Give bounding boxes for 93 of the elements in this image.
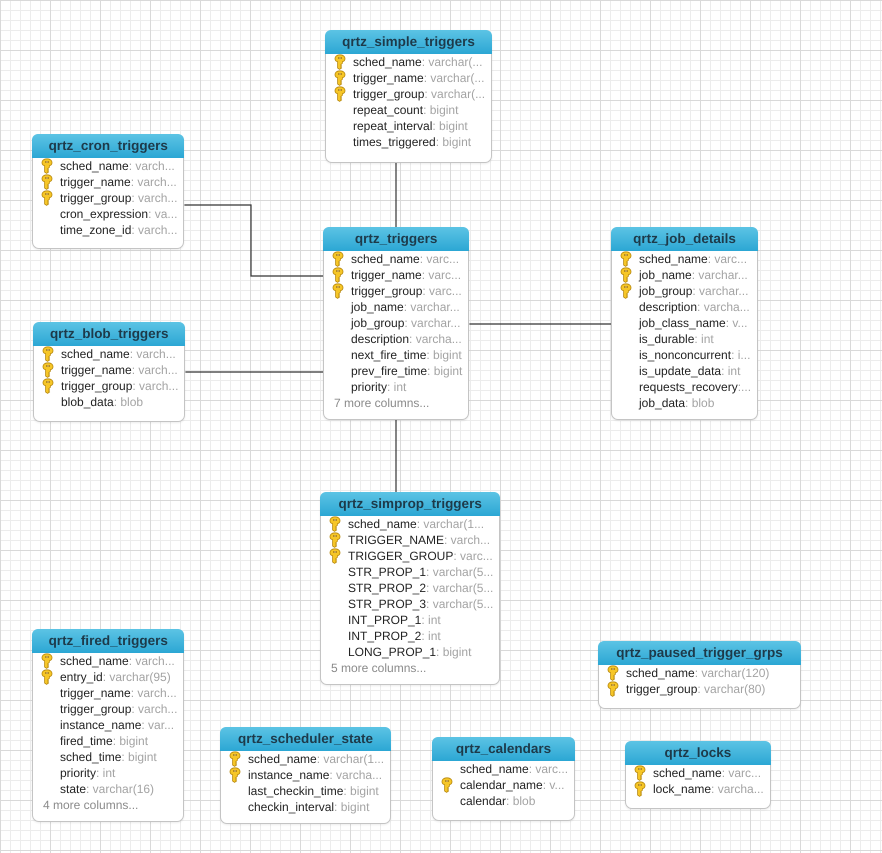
column-label: requests_recovery:... — [639, 380, 752, 394]
column-label: state: varchar(16) — [60, 782, 154, 796]
table-card — [323, 227, 470, 420]
more-columns-label: 4 more columns... — [43, 798, 138, 812]
column-label: trigger_name: varchar(... — [353, 71, 484, 85]
column-label: TRIGGER_GROUP: varc... — [348, 549, 493, 563]
table-title: qrtz_locks — [625, 741, 771, 765]
column-label: instance_name: var... — [60, 718, 174, 732]
column-label: sched_name: varc... — [653, 766, 762, 780]
table-title: qrtz_scheduler_state — [220, 727, 392, 751]
column-label: lock_name: varcha... — [653, 782, 764, 796]
column-label: trigger_name: varch... — [60, 175, 177, 189]
table-card — [432, 737, 576, 821]
relation-line — [185, 371, 323, 373]
relation-line — [395, 420, 397, 492]
column-label: sched_name: varch... — [60, 654, 175, 668]
column-label: fired_time: bigint — [60, 734, 148, 748]
column-label: STR_PROP_1: varchar(5... — [348, 565, 494, 579]
table-title: qrtz_simprop_triggers — [320, 492, 500, 516]
column-label: sched_time: bigint — [60, 750, 157, 764]
column-label: sched_name: varc... — [351, 252, 460, 266]
relation-line — [395, 163, 397, 227]
column-label: job_name: varchar... — [351, 300, 460, 314]
column-label: trigger_group: varchar(80) — [626, 682, 766, 696]
table-card — [32, 629, 184, 822]
more-columns-label: 7 more columns... — [334, 396, 430, 410]
column-label: STR_PROP_2: varchar(5... — [348, 581, 494, 595]
column-label: instance_name: varcha... — [248, 768, 382, 782]
column-label: sched_name: varc... — [460, 762, 568, 776]
table-card — [611, 227, 758, 420]
table-card — [32, 134, 184, 249]
table-title: qrtz_simple_triggers — [325, 30, 492, 54]
column-label: is_durable: int — [639, 332, 714, 346]
table-card — [625, 741, 771, 809]
column-label: sched_name: varchar(120) — [626, 666, 770, 680]
column-label: calendar_name: v... — [460, 778, 565, 792]
column-label: TRIGGER_NAME: varch... — [348, 533, 490, 547]
column-label: LONG_PROP_1: bigint — [348, 645, 472, 659]
relation-line — [184, 204, 323, 277]
table-title: qrtz_fired_triggers — [32, 629, 184, 653]
column-label: description: varcha... — [351, 332, 462, 346]
column-label: job_group: varchar... — [351, 316, 460, 330]
column-label: times_triggered: bigint — [353, 135, 472, 149]
column-label: sched_name: varchar(1... — [348, 517, 484, 531]
more-columns-label: 5 more columns... — [331, 661, 426, 675]
column-label: calendar: blob — [460, 794, 536, 808]
column-label: blob_data: blob — [61, 395, 144, 409]
column-label: trigger_group: varchar(... — [353, 87, 486, 101]
table-card — [325, 30, 492, 163]
column-label: INT_PROP_2: int — [348, 629, 441, 643]
column-label: job_data: blob — [639, 396, 714, 410]
column-label: trigger_name: varc... — [351, 268, 462, 282]
table-card — [598, 641, 801, 709]
column-label: sched_name: varch... — [60, 159, 175, 173]
column-label: sched_name: varc... — [639, 252, 748, 266]
column-label: is_update_data: int — [639, 364, 740, 378]
table-title: qrtz_cron_triggers — [32, 134, 184, 158]
table-title: qrtz_blob_triggers — [33, 322, 186, 346]
table-title: qrtz_job_details — [611, 227, 758, 251]
column-label: trigger_group: varch... — [60, 702, 178, 716]
column-label: checkin_interval: bigint — [248, 800, 370, 814]
table-title: qrtz_calendars — [432, 737, 576, 761]
column-label: sched_name: varchar(... — [353, 55, 482, 69]
column-label: STR_PROP_3: varchar(5... — [348, 597, 494, 611]
column-label: priority: int — [60, 766, 116, 780]
column-label: job_name: varchar... — [639, 268, 748, 282]
column-label: cron_expression: va... — [60, 207, 178, 221]
column-label: prev_fire_time: bigint — [351, 364, 462, 378]
column-label: priority: int — [351, 380, 406, 394]
column-label: trigger_name: varch... — [60, 686, 177, 700]
column-label: time_zone_id: varch... — [60, 223, 178, 237]
column-label: entry_id: varchar(95) — [60, 670, 171, 684]
column-label: description: varcha... — [639, 300, 750, 314]
column-label: trigger_group: varc... — [351, 284, 462, 298]
column-label: trigger_group: varch... — [60, 191, 178, 205]
column-label: is_nonconcurrent: i... — [639, 348, 750, 362]
column-label: next_fire_time: bigint — [351, 348, 462, 362]
table-card — [320, 492, 500, 685]
table-card — [33, 322, 186, 422]
column-label: last_checkin_time: bigint — [248, 784, 379, 798]
column-label: repeat_interval: bigint — [353, 119, 468, 133]
column-label: sched_name: varch... — [61, 347, 176, 361]
column-label: INT_PROP_1: int — [348, 613, 441, 627]
column-label: sched_name: varchar(1... — [248, 752, 384, 766]
column-label: repeat_count: bigint — [353, 103, 458, 117]
table-title: qrtz_paused_trigger_grps — [598, 641, 801, 665]
column-label: trigger_name: varch... — [61, 363, 178, 377]
column-label: trigger_group: varch... — [61, 379, 178, 393]
column-label: job_class_name: v... — [639, 316, 748, 330]
table-title: qrtz_triggers — [323, 227, 470, 251]
column-label: job_group: varchar... — [639, 284, 748, 298]
relation-line — [469, 323, 611, 325]
table-card — [220, 727, 392, 824]
